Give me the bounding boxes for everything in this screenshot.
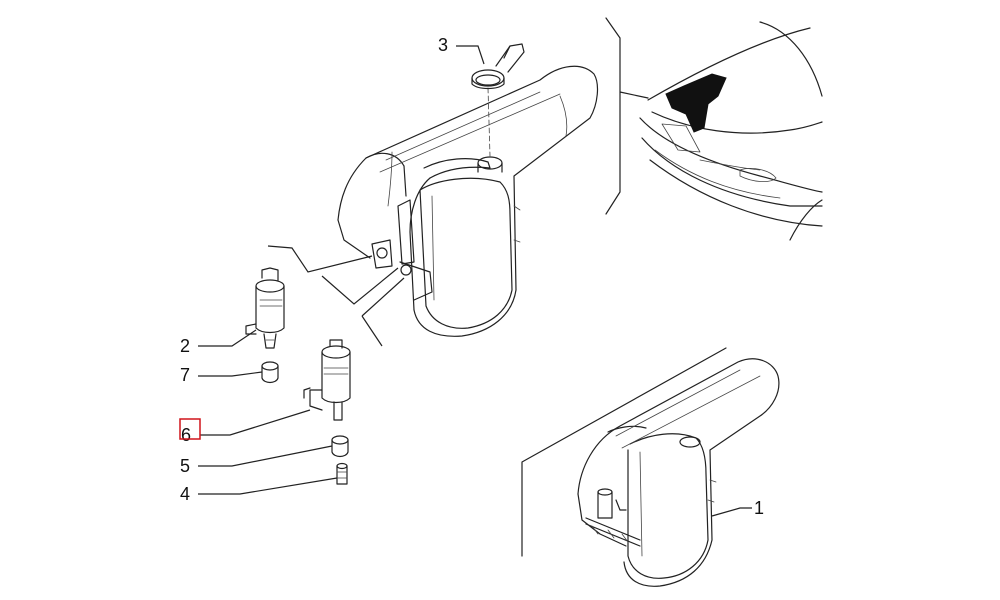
grommet-7 [261,361,279,384]
grommet-5 [331,435,349,458]
washer-reservoir-assembly-1 [521,347,780,587]
callout-5: 5 [180,456,190,476]
washer-pump-2 [245,267,285,349]
callout-6-highlight-box [179,418,201,440]
reservoir-cap [471,43,525,90]
callout-3: 3 [438,35,448,55]
fitting-4 [336,462,348,485]
washer-pump-6 [303,339,351,421]
callout-1: 1 [754,498,764,518]
callout-6: 6 [181,425,191,445]
callout-leaders [198,45,752,517]
callout-2: 2 [180,336,190,356]
callout-labels: 3 2 7 6 5 4 1 [179,35,764,518]
callout-4: 4 [180,484,190,504]
washer-reservoir [267,65,599,347]
callout-7: 7 [180,365,190,385]
car-location-inset [605,17,823,241]
